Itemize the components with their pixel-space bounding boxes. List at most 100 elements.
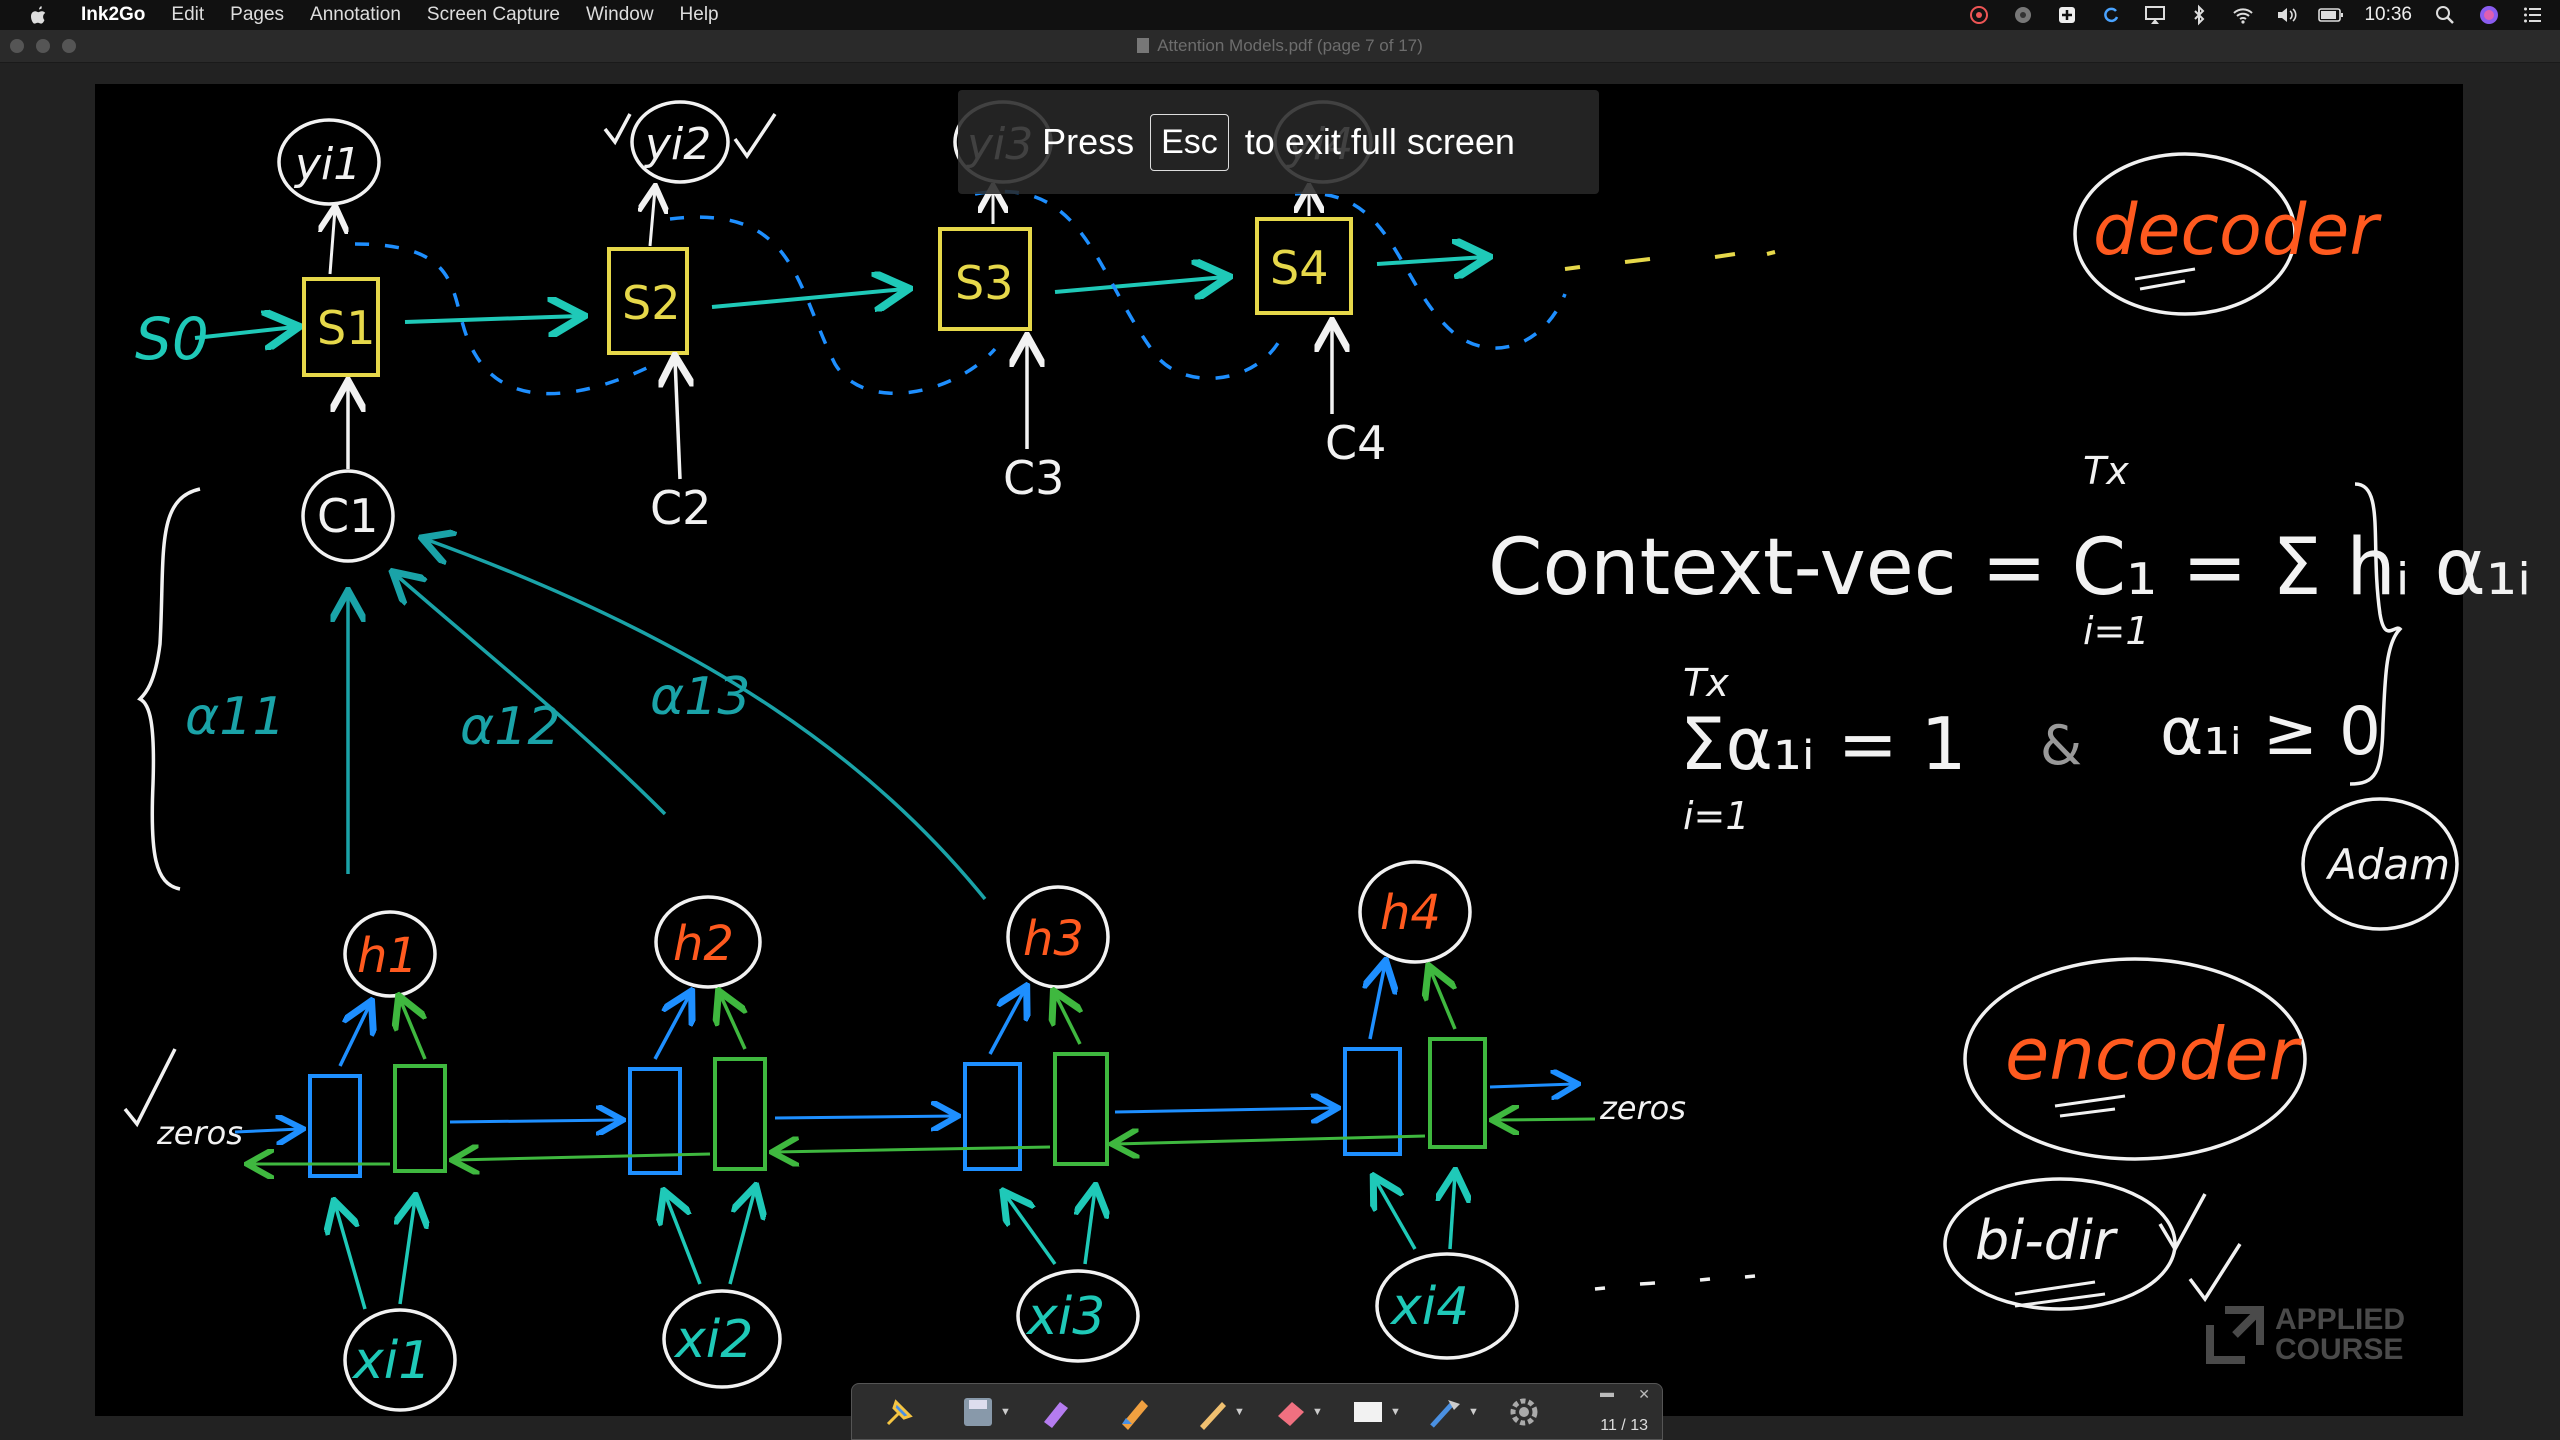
decoder-feedback-curves: [354, 189, 1567, 396]
camera-icon[interactable]: [2012, 4, 2034, 26]
line-tool-button[interactable]: ▼: [1428, 1390, 1488, 1434]
menu-window[interactable]: Window: [585, 4, 654, 25]
window-title-bar: Attention Models.pdf (page 7 of 17): [0, 30, 2560, 63]
forward-cell-4: [1343, 1047, 1402, 1156]
c2-label: C2: [650, 481, 711, 535]
context-vector-formula: Context-vec = C₁ = Σ hᵢ α₁ᵢ Tx i=1: [1488, 449, 2531, 653]
s0-arrow: [194, 327, 295, 338]
siri-icon[interactable]: [2478, 4, 2500, 26]
h1-label: h1: [357, 928, 418, 984]
pdf-file-icon: [1137, 38, 1150, 53]
gear-icon: [1510, 1398, 1538, 1425]
watermark-line1: APPLIED: [2275, 1303, 2406, 1336]
annotation-toolbar: ▼ ▼ ▼ ▼ ▼ ▬ ✕ 11 / 13: [851, 1383, 1663, 1440]
pencil-tool-button[interactable]: ▼: [1194, 1390, 1254, 1434]
whiteboard-canvas[interactable]: S0 S1 S2 S3 S4: [95, 84, 2531, 1416]
h2-label: h2: [673, 916, 734, 972]
attention-diagram: S0 S1 S2 S3 S4: [123, 100, 2531, 1412]
input-x3: xi3: [1016, 1269, 1140, 1363]
context-c3: C3: [1003, 339, 1064, 505]
input-x1: xi1: [343, 1308, 457, 1412]
volume-icon[interactable]: [2276, 4, 2298, 26]
s1-label: S1: [317, 301, 375, 355]
fullscreen-press-text: Press: [1042, 121, 1135, 162]
fullscreen-notice: Press Esc to exit full screen: [958, 90, 1599, 194]
esc-key-hint: Esc: [1150, 113, 1229, 171]
y1-label: yi1: [293, 139, 361, 190]
pen-icon: [1122, 1399, 1148, 1430]
menubar-clock[interactable]: 10:36: [2364, 4, 2412, 25]
zoom-window-button[interactable]: [62, 39, 76, 53]
zeros-left-label: zeros: [156, 1114, 243, 1152]
menu-help[interactable]: Help: [679, 4, 719, 25]
output-y2: yi2: [603, 100, 777, 247]
s4-label: S4: [1270, 241, 1328, 295]
app-menu[interactable]: Ink2Go: [81, 4, 146, 25]
checkmark-icon: [123, 1048, 177, 1128]
toolbar-minimize-button[interactable]: ▬: [1600, 1384, 1614, 1400]
decoder-label: decoder: [2093, 189, 2382, 271]
pen-tool-button[interactable]: [1116, 1390, 1176, 1434]
y2-label: yi2: [643, 119, 711, 170]
decoder-forward-arrows: [404, 257, 1485, 322]
s3-label: S3: [955, 256, 1013, 310]
menu-screen-capture[interactable]: Screen Capture: [426, 4, 560, 25]
input-x4: xi4: [1375, 1252, 1519, 1360]
close-window-button[interactable]: [10, 39, 24, 53]
wifi-icon[interactable]: [2232, 4, 2254, 26]
menu-annotation[interactable]: Annotation: [310, 4, 401, 25]
save-tool-button[interactable]: ▼: [960, 1390, 1020, 1434]
alpha11-label: α11: [185, 687, 285, 747]
fullscreen-suffix-text: to exit full screen: [1244, 121, 1515, 162]
airplay-icon[interactable]: [2144, 4, 2166, 26]
apple-menu-icon[interactable]: [24, 0, 52, 30]
decoder-state-s3: S3: [938, 227, 1032, 331]
eraser-tool-button[interactable]: ▼: [1272, 1390, 1332, 1434]
s2-label: S2: [622, 276, 680, 330]
menu-edit[interactable]: Edit: [171, 4, 205, 25]
document-title: Attention Models.pdf (page 7 of 17): [0, 30, 2560, 62]
forward-cell-1: [308, 1074, 362, 1178]
pin-tool-button[interactable]: [882, 1390, 942, 1434]
record-icon[interactable]: [1968, 4, 1990, 26]
input-x2: xi2: [662, 1289, 782, 1389]
sync-icon[interactable]: [2100, 4, 2122, 26]
input-to-cell-arrows: [335, 1174, 1455, 1310]
formula-sum-lower: i=1: [2083, 609, 2150, 653]
menu-pages[interactable]: Pages: [230, 4, 285, 25]
x1-label: xi1: [351, 1331, 431, 1391]
battery-icon[interactable]: [2318, 4, 2344, 26]
shape-tool-button[interactable]: ▼: [1350, 1390, 1410, 1434]
cell-to-hidden-arrows: [338, 964, 1455, 1067]
backward-chain-arrows: [250, 1119, 1596, 1164]
encoder-label: encoder: [2005, 1012, 2303, 1096]
formula-text: Context-vec = C₁ = Σ hᵢ α₁ᵢ: [1488, 523, 2531, 613]
alpha12-label: α12: [460, 697, 560, 757]
backward-cell-1: [393, 1064, 447, 1173]
applied-course-logo-icon: [2206, 1306, 2264, 1364]
spotlight-search-icon[interactable]: [2434, 4, 2456, 26]
decoder-continuation-dashes: [1564, 250, 1776, 271]
attention-weight-arrows: [348, 539, 987, 901]
checkmark-icon: [2158, 1193, 2242, 1303]
menu-bar: Ink2Go Edit Pages Annotation Screen Capt…: [0, 0, 2560, 30]
highlighter-tool-button[interactable]: [1038, 1390, 1098, 1434]
settings-tool-button[interactable]: [1506, 1390, 1566, 1434]
plus-icon[interactable]: [2056, 4, 2078, 26]
c4-label: C4: [1325, 416, 1386, 470]
notification-center-icon[interactable]: [2522, 4, 2544, 26]
zeros-right-label: zeros: [1599, 1089, 1686, 1127]
left-brace: [137, 487, 201, 891]
backward-cell-2: [713, 1057, 767, 1171]
document-title-text: Attention Models.pdf (page 7 of 17): [1157, 36, 1423, 55]
bluetooth-icon[interactable]: [2188, 4, 2210, 26]
adam-label: Adam: [2325, 840, 2450, 889]
decoder-state-s4: S4: [1255, 217, 1353, 315]
h3-label: h3: [1023, 911, 1084, 967]
minimize-window-button[interactable]: [36, 39, 50, 53]
save-icon: [964, 1397, 992, 1426]
hidden-h4: h4: [1358, 860, 1472, 964]
toolbar-close-button[interactable]: ✕: [1638, 1386, 1650, 1402]
constraint-sum-lower: i=1: [1683, 794, 1750, 838]
context-c1: C1: [301, 384, 395, 563]
